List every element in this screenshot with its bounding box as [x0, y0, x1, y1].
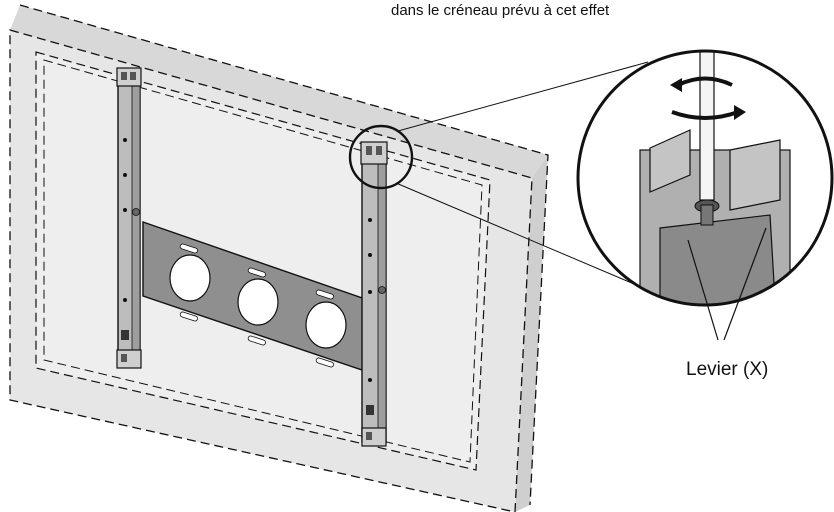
plate-hole-1 — [169, 254, 211, 302]
right-bracket — [360, 141, 388, 447]
lever-label: Levier (X) — [686, 359, 769, 380]
plate-hole-3 — [305, 301, 347, 349]
highlight-circle — [348, 124, 414, 190]
left-bracket — [116, 67, 142, 369]
leader-line-top — [397, 61, 649, 132]
lever-pointer-right — [723, 227, 767, 341]
detail-view — [576, 49, 834, 307]
instruction-caption: dans le créneau prévu à cet effet — [391, 2, 610, 19]
leader-line-bottom — [395, 182, 661, 296]
plate-hole-2 — [237, 278, 279, 326]
cross-plate — [142, 221, 369, 373]
lever-pointer-left — [687, 239, 719, 341]
wall-panel — [9, 4, 549, 512]
